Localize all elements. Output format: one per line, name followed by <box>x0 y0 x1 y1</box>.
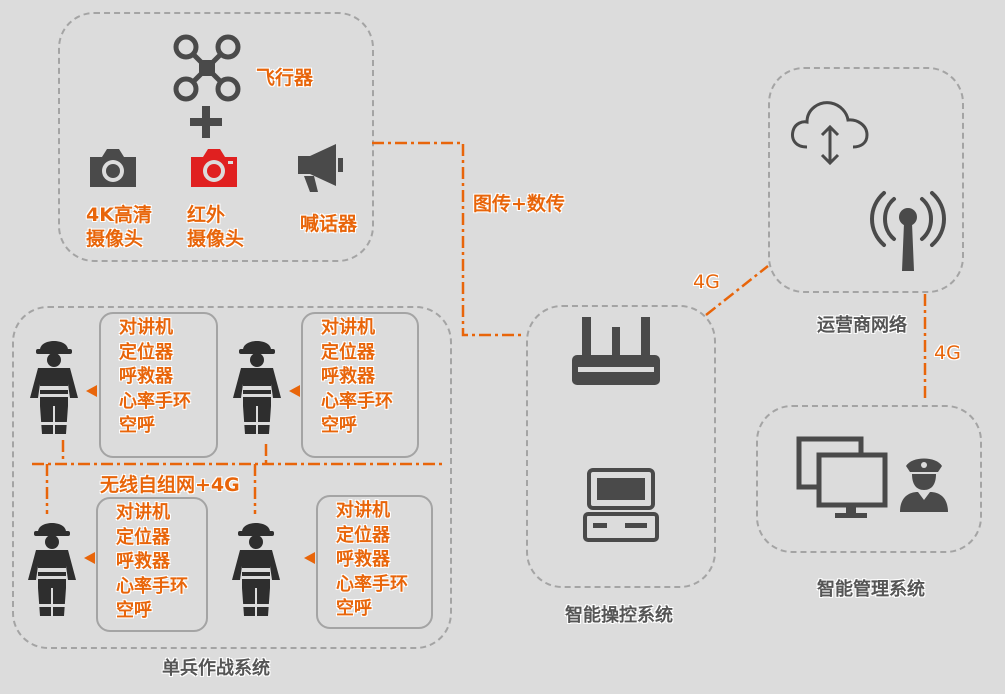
antenna-icon <box>870 191 946 271</box>
computer-icon <box>583 468 659 542</box>
device-item: 定位器 <box>321 341 375 363</box>
firefighter-icon <box>233 341 281 434</box>
device-item: 空呼 <box>336 598 372 619</box>
device-item: 对讲机 <box>321 317 375 338</box>
device-box: 对讲机 定位器 呼救器 心率手环 空呼 <box>316 495 433 629</box>
megaphone-label: 喊话器 <box>300 213 358 235</box>
device-item: 对讲机 <box>336 500 390 521</box>
management-system-label: 智能管理系统 <box>817 579 925 600</box>
drone-label: 飞行器 <box>256 67 314 89</box>
device-item: 空呼 <box>116 600 152 621</box>
camera-4k-icon <box>90 149 136 187</box>
arrow-left-icon <box>84 552 95 564</box>
management-system-box <box>756 405 982 553</box>
plus-icon-vertical <box>202 106 210 138</box>
device-item: 呼救器 <box>321 366 375 387</box>
image-data-link-line <box>372 141 522 337</box>
megaphone-icon <box>298 144 343 192</box>
monitors-icon <box>796 436 888 518</box>
camera-4k-label: 4K高清 摄像头 <box>86 204 152 250</box>
officer-icon <box>900 458 948 512</box>
drone-icon <box>173 34 241 102</box>
firefighter-icon <box>30 341 78 434</box>
arrow-left-icon <box>86 385 97 397</box>
router-icon <box>572 317 660 385</box>
soldier-system-box <box>12 306 452 649</box>
control-system-box <box>526 305 716 588</box>
device-item: 定位器 <box>336 524 390 546</box>
cloud-icon <box>791 101 869 166</box>
firefighter-icon <box>232 523 280 616</box>
device-item: 对讲机 <box>116 502 170 523</box>
device-item: 定位器 <box>116 526 170 548</box>
4g-upper-link-line <box>705 265 769 316</box>
device-item: 心率手环 <box>116 575 188 597</box>
camera-ir-icon <box>191 149 237 187</box>
wireless-link-label: 无线自组网+4G <box>100 474 240 496</box>
device-item: 心率手环 <box>119 390 191 412</box>
soldier-system-label: 单兵作战系统 <box>162 658 270 679</box>
device-box: 对讲机 定位器 呼救器 心率手环 空呼 <box>301 312 419 458</box>
device-item: 呼救器 <box>336 549 390 570</box>
device-item: 定位器 <box>119 341 173 363</box>
device-item: 呼救器 <box>116 551 170 572</box>
device-item: 对讲机 <box>119 317 173 338</box>
camera-ir-label: 红外 摄像头 <box>187 204 245 250</box>
firefighter-icon <box>28 523 76 616</box>
4g-upper-link-label: 4G <box>693 271 720 293</box>
carrier-network-label: 运营商网络 <box>817 315 907 336</box>
device-item: 空呼 <box>321 415 357 436</box>
aircraft-group-box <box>58 12 374 262</box>
image-data-link-label: 图传+数传 <box>473 193 565 215</box>
device-item: 心率手环 <box>336 573 408 595</box>
arrow-left-icon <box>304 552 315 564</box>
4g-right-link-label: 4G <box>934 342 961 364</box>
device-item: 空呼 <box>119 415 155 436</box>
device-box: 对讲机 定位器 呼救器 心率手环 空呼 <box>99 312 218 458</box>
control-system-label: 智能操控系统 <box>565 605 673 626</box>
device-item: 呼救器 <box>119 366 173 387</box>
arrow-left-icon <box>289 385 300 397</box>
device-box: 对讲机 定位器 呼救器 心率手环 空呼 <box>96 497 208 632</box>
carrier-network-box <box>768 67 964 293</box>
device-item: 心率手环 <box>321 390 393 412</box>
